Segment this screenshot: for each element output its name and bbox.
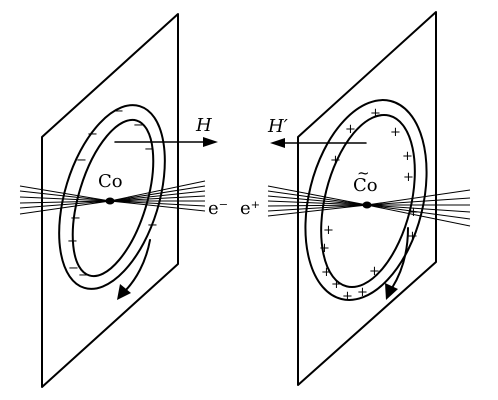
charge-mark: −: [68, 261, 79, 276]
field-label-h-prime: H′: [267, 116, 288, 137]
charge-mark: +: [342, 289, 353, 304]
field-arrow-icon: [270, 138, 367, 148]
left-ring-inner: [71, 118, 155, 278]
charge-mark: −: [76, 153, 87, 168]
field-label-h: H: [195, 115, 212, 136]
field-arrow-icon: [114, 137, 218, 147]
left-ring-outer: [58, 104, 166, 290]
charge-mark: +: [319, 241, 330, 256]
right-plane: [297, 11, 437, 386]
charge-mark: +: [403, 170, 414, 185]
charge-mark: −: [87, 127, 98, 142]
charge-mark: −: [78, 268, 89, 283]
right-positron-fan: [267, 185, 471, 227]
charge-mark: +: [370, 106, 381, 121]
right-panel: + + + + + + + + + + + + + + + H′: [240, 11, 471, 386]
charge-mark: −: [133, 118, 144, 133]
right-atom-tilde: ~: [357, 164, 370, 182]
charge-mark: +: [345, 122, 356, 137]
left-plane: [41, 13, 179, 388]
charge-mark: +: [330, 153, 341, 168]
charge-mark: +: [323, 223, 334, 238]
left-panel: − − − − − − − − − − H: [19, 13, 228, 388]
right-charges: + + + + + + + + + + + + + + +: [319, 106, 419, 304]
right-ring-inner: [320, 113, 416, 289]
charge-mark: +: [321, 265, 332, 280]
charge-mark: +: [402, 149, 413, 164]
left-atom-label: Co: [98, 171, 123, 192]
charge-mark: +: [407, 229, 418, 244]
left-electron-fan: [19, 180, 206, 215]
right-nucleus: [362, 201, 372, 209]
charge-mark: −: [147, 218, 158, 233]
charge-mark: +: [408, 205, 419, 220]
charge-mark: −: [67, 234, 78, 249]
rotation-arrow-icon: [385, 227, 409, 300]
right-atom-label: Co: [353, 175, 378, 196]
charge-mark: −: [113, 104, 124, 119]
charge-mark: +: [390, 125, 401, 140]
left-charges: − − − − − − − − − −: [67, 104, 158, 283]
charge-mark: +: [331, 277, 342, 292]
right-ring-outer: [304, 99, 428, 301]
left-nucleus: [105, 197, 115, 205]
charge-mark: +: [357, 285, 368, 300]
charge-mark: −: [70, 211, 81, 226]
right-particle-label: e⁺: [240, 198, 260, 219]
charge-mark: −: [144, 142, 155, 157]
charge-mark: +: [369, 264, 380, 279]
left-particle-label: e⁻: [208, 198, 228, 219]
rotation-arrow-icon: [117, 239, 151, 300]
